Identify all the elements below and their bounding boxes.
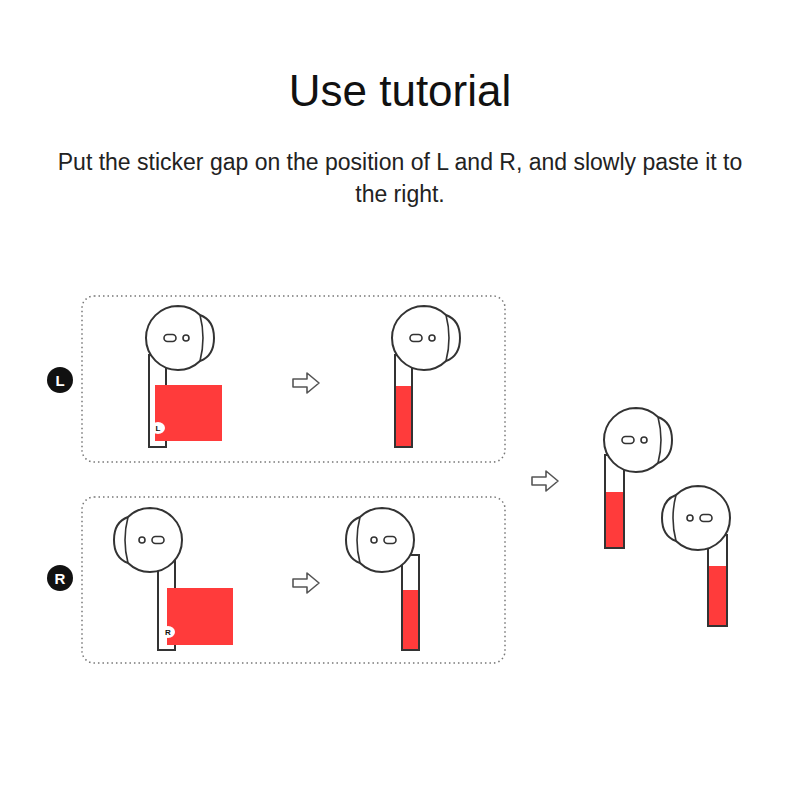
side-badge: L [47, 367, 73, 393]
badge-letter: R [55, 570, 66, 587]
side-mark: R [161, 626, 175, 638]
badge-letter: L [55, 372, 64, 389]
page-title: Use tutorial [0, 66, 800, 116]
instruction-text: Put the sticker gap on the position of L… [50, 146, 750, 210]
side-mark: L [151, 422, 165, 434]
side-badge: R [47, 565, 73, 591]
